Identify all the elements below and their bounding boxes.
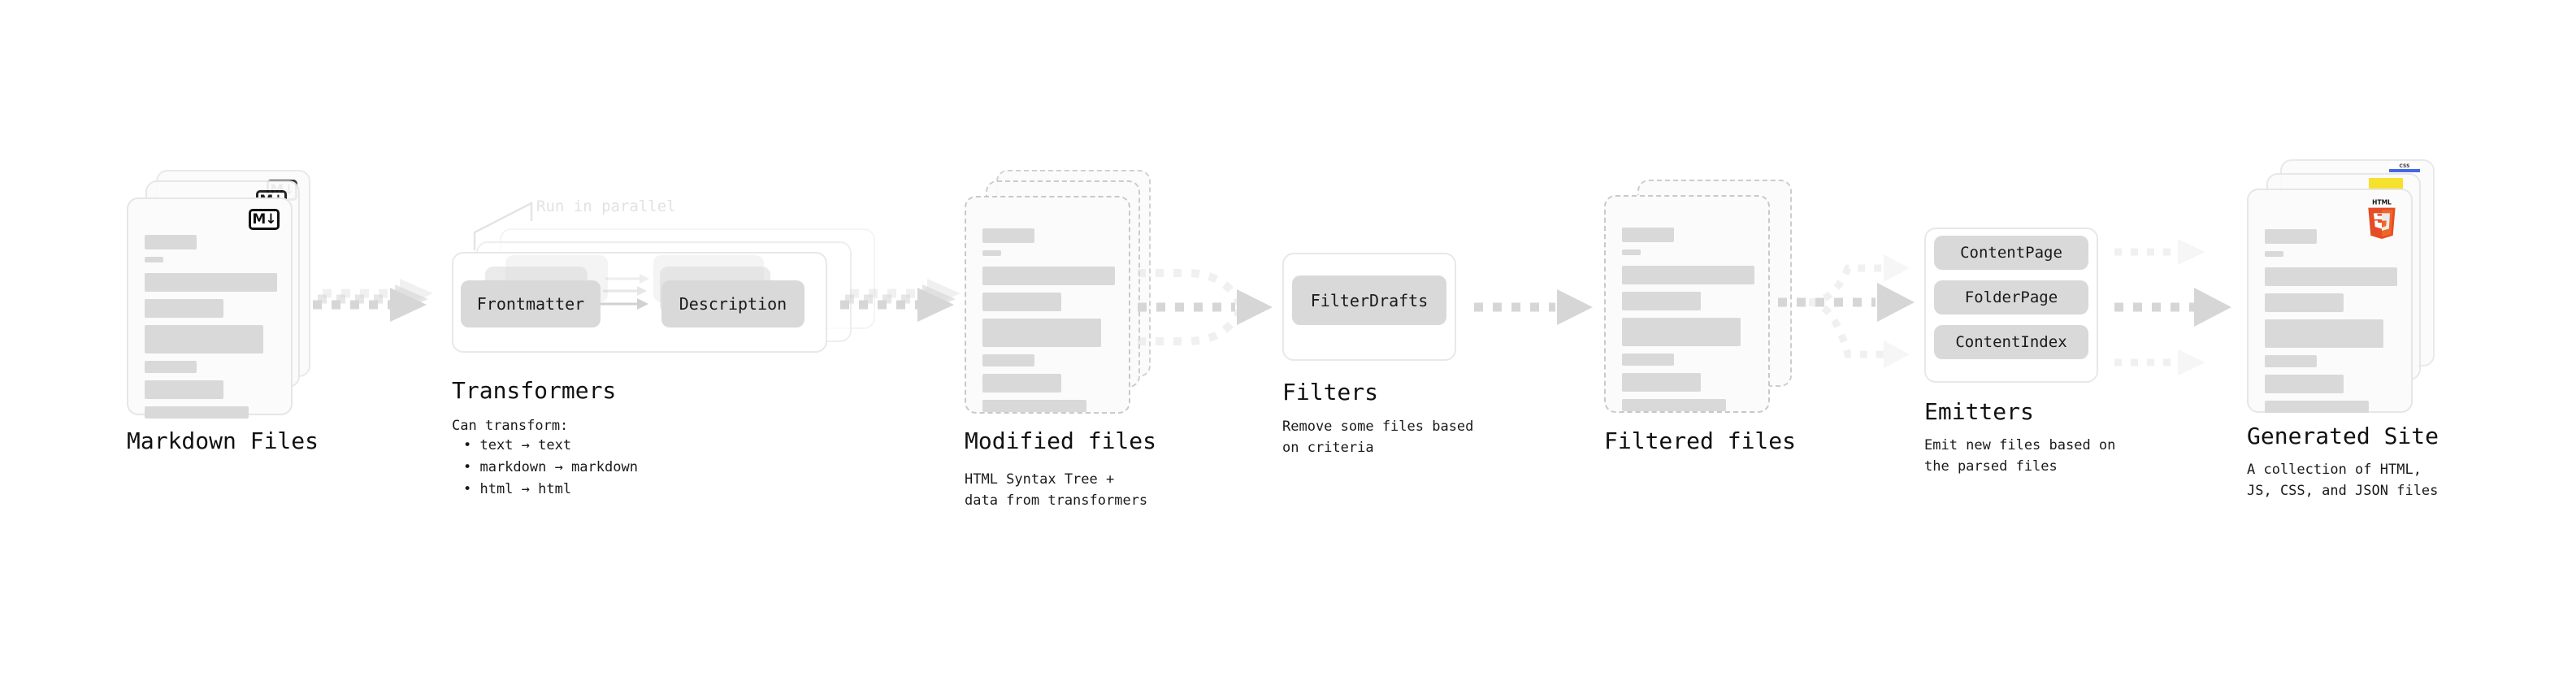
filters-title: Filters xyxy=(1282,379,1379,406)
emitters-subtitle-0: Emit new files based on xyxy=(1924,437,2116,453)
markdown-files-title: Markdown Files xyxy=(127,427,319,454)
skeleton-bar xyxy=(982,374,1061,393)
modified-files-subtitle-1: data from transformers xyxy=(965,492,1148,509)
run-in-parallel-label: Run in parallel xyxy=(536,197,676,215)
skeleton-bar xyxy=(982,267,1115,285)
skeleton-bar xyxy=(1622,249,1641,255)
emitter-pill-contentindex[interactable]: ContentIndex xyxy=(1934,325,2088,359)
svg-text:HTML: HTML xyxy=(2372,199,2392,206)
skeleton-bar xyxy=(145,273,277,292)
generated-site-subtitle-1: JS, CSS, and JSON files xyxy=(2247,483,2439,499)
arrow-filtered-to-emitters-fanout xyxy=(1778,254,1915,368)
skeleton-bar xyxy=(982,293,1061,311)
emitter-pill-contentpage[interactable]: ContentPage xyxy=(1934,236,2088,270)
skeleton-bar xyxy=(145,235,197,249)
card-skeleton-lines xyxy=(1622,228,1754,419)
skeleton-bar xyxy=(2265,375,2344,393)
markdown-icon: M↓ xyxy=(249,209,280,230)
transformers-subtitle-2: • markdown → markdown xyxy=(463,459,638,475)
arrow-filters-to-filtered xyxy=(1474,289,1593,325)
filter-pill-filterdrafts[interactable]: FilterDrafts xyxy=(1292,275,1446,325)
skeleton-bar xyxy=(2265,229,2317,244)
transformers-subtitle-3: • html → html xyxy=(463,481,572,497)
css-label: CSS xyxy=(2399,163,2410,169)
emitters-subtitle-1: the parsed files xyxy=(1924,458,2058,475)
skeleton-bar xyxy=(2265,355,2317,367)
filters-subtitle-0: Remove some files based xyxy=(1282,419,1474,435)
transformers-subtitle-0: Can transform: xyxy=(452,418,569,434)
card-skeleton-lines xyxy=(2265,229,2397,420)
skeleton-bar xyxy=(145,299,223,318)
filtered-files-title: Filtered files xyxy=(1604,427,1797,454)
generated-site-subtitle-0: A collection of HTML, xyxy=(2247,462,2422,478)
card-skeleton-lines xyxy=(145,235,277,426)
skeleton-bar xyxy=(1622,318,1741,346)
arrow-markdown-to-transformers xyxy=(313,279,433,322)
skeleton-bar xyxy=(1622,228,1674,242)
skeleton-bar xyxy=(1622,373,1701,392)
transformer-pill-frontmatter[interactable]: Frontmatter xyxy=(461,280,601,327)
skeleton-bar xyxy=(982,228,1034,243)
css-underline xyxy=(2389,169,2420,172)
skeleton-bar xyxy=(145,406,249,419)
skeleton-bar xyxy=(982,354,1034,367)
skeleton-bar xyxy=(2265,401,2369,413)
modified-card-front xyxy=(965,196,1130,414)
modified-files-title: Modified files xyxy=(965,427,1157,454)
run-in-parallel-bracket xyxy=(473,201,533,250)
transformer-inner-arrows xyxy=(594,274,649,310)
js-icon xyxy=(2369,178,2403,190)
skeleton-bar xyxy=(2265,251,2283,257)
skeleton-bar xyxy=(1622,354,1674,366)
skeleton-bar xyxy=(145,257,163,262)
skeleton-bar xyxy=(145,380,223,399)
emitter-pill-folderpage[interactable]: FolderPage xyxy=(1934,280,2088,314)
card-skeleton-lines xyxy=(982,228,1115,419)
arrow-emitters-to-site xyxy=(2114,239,2231,375)
modified-files-subtitle-0: HTML Syntax Tree + xyxy=(965,471,1115,488)
filtered-card-front xyxy=(1604,195,1770,413)
filters-subtitle-1: on criteria xyxy=(1282,440,1374,456)
skeleton-bar xyxy=(145,361,197,373)
generated-site-title: Generated Site xyxy=(2247,423,2439,449)
skeleton-bar xyxy=(982,319,1101,347)
transformer-pill-description[interactable]: Description xyxy=(661,280,804,327)
generated-card-front: HTML xyxy=(2247,189,2413,413)
html5-icon: HTML xyxy=(2368,199,2396,239)
skeleton-bar xyxy=(1622,266,1754,284)
skeleton-bar xyxy=(2265,267,2397,286)
skeleton-bar xyxy=(2265,293,2344,312)
skeleton-bar xyxy=(1622,292,1701,310)
skeleton-bar xyxy=(1622,399,1726,411)
transformers-subtitle-1: • text → text xyxy=(463,437,572,453)
arrow-transformers-to-modified xyxy=(840,279,961,322)
skeleton-bar xyxy=(2265,319,2383,348)
skeleton-bar xyxy=(982,250,1001,256)
markdown-card-front: M↓ xyxy=(127,197,293,419)
arrow-modified-to-filters-merge xyxy=(1138,269,1273,345)
emitters-title: Emitters xyxy=(1924,398,2034,425)
skeleton-bar xyxy=(982,400,1086,412)
transformers-title: Transformers xyxy=(452,377,617,404)
css-icon: CSS xyxy=(2389,163,2420,174)
skeleton-bar xyxy=(145,325,263,354)
